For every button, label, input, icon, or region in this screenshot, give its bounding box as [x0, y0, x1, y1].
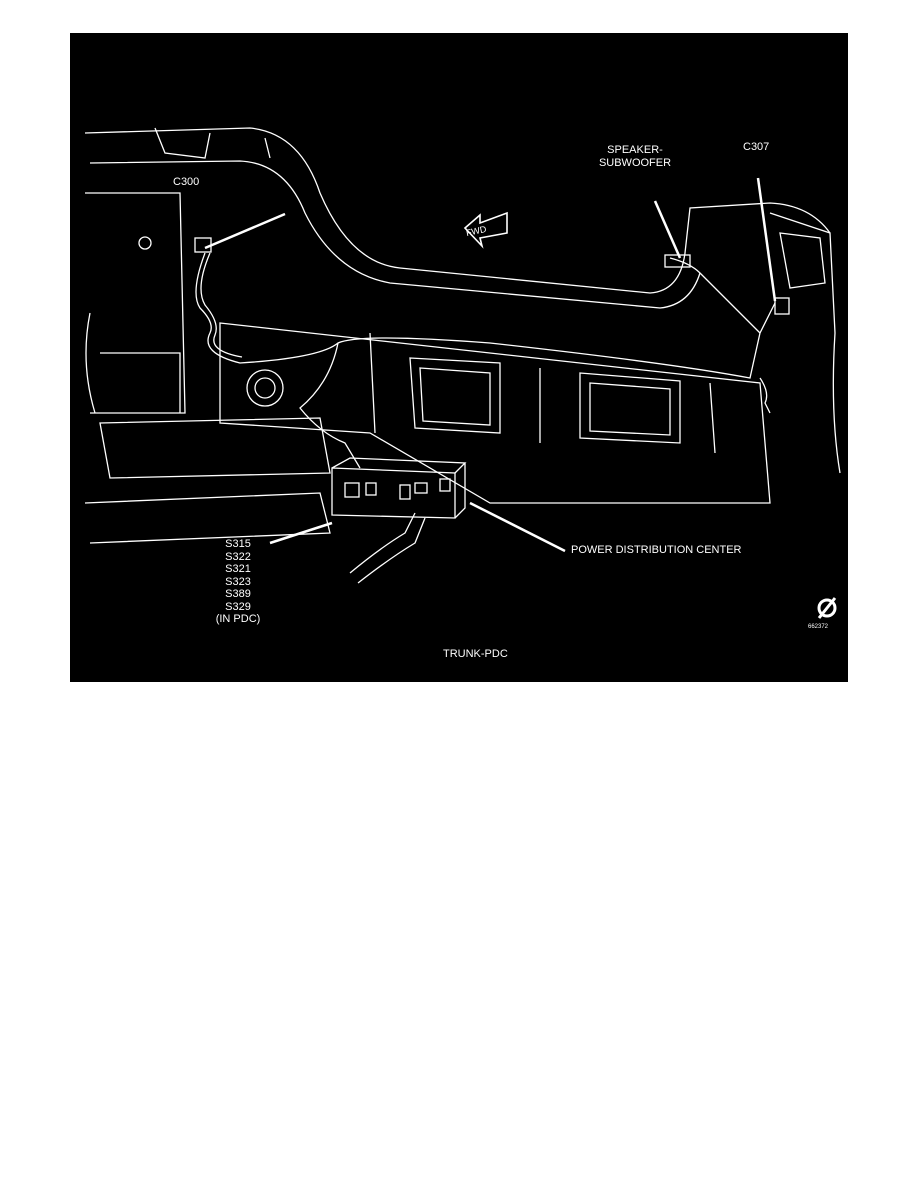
- label-c300: C300: [173, 176, 200, 188]
- trunk-line-art: [84, 127, 841, 619]
- speaker-line-2: SUBWOOFER: [598, 156, 672, 169]
- speaker-line-1: SPEAKER-: [607, 144, 663, 156]
- trunk-pdc-diagram: C300 FWD SPEAKER- SUBWOOFER C307 POWER D…: [70, 33, 848, 682]
- gear-slash-logo-icon: [817, 597, 837, 619]
- figure-caption: TRUNK-PDC: [443, 648, 508, 660]
- splice-item: S322: [225, 550, 251, 563]
- splice-item: S315: [225, 538, 251, 550]
- label-power-distribution-center: POWER DISTRIBUTION CENTER: [571, 544, 742, 556]
- label-c307: C307: [743, 141, 770, 153]
- splice-item: S323: [225, 575, 251, 588]
- splice-item: S321: [225, 563, 251, 575]
- splice-list: S315 S322 S321 S323 S389 S329 (IN PDC): [208, 538, 268, 626]
- splice-item: S389: [225, 588, 251, 600]
- figure-number: 662372: [808, 624, 829, 630]
- label-speaker-subwoofer: SPEAKER- SUBWOOFER: [575, 144, 695, 169]
- splice-item: S329: [225, 600, 251, 613]
- splice-item: (IN PDC): [215, 613, 261, 625]
